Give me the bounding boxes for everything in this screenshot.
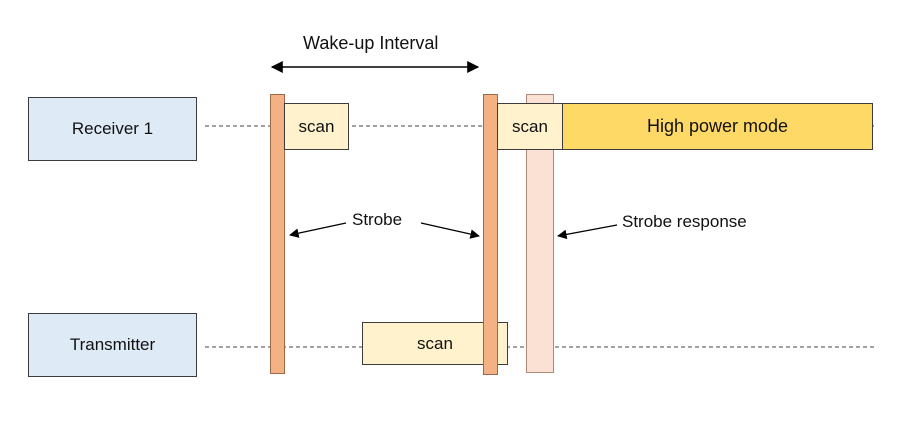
receiver-scan-block-2: scan — [497, 103, 563, 150]
strobe-bar-1 — [270, 94, 285, 374]
strobe-label: Strobe — [352, 210, 403, 229]
high-power-mode-block: High power mode — [562, 103, 873, 150]
transmitter-label: Transmitter — [28, 313, 197, 377]
strobe-response-arrow — [557, 224, 618, 240]
strobe-arrow-left — [289, 222, 347, 238]
receiver-label: Receiver 1 — [28, 97, 197, 161]
strobe-response-label: Strobe response — [622, 212, 747, 231]
strobe-bar-2 — [483, 94, 498, 375]
strobe-arrow-right — [420, 222, 480, 239]
wakeup-interval-label: Wake-up Interval — [303, 33, 439, 53]
receiver-scan-block-1: scan — [284, 103, 349, 150]
